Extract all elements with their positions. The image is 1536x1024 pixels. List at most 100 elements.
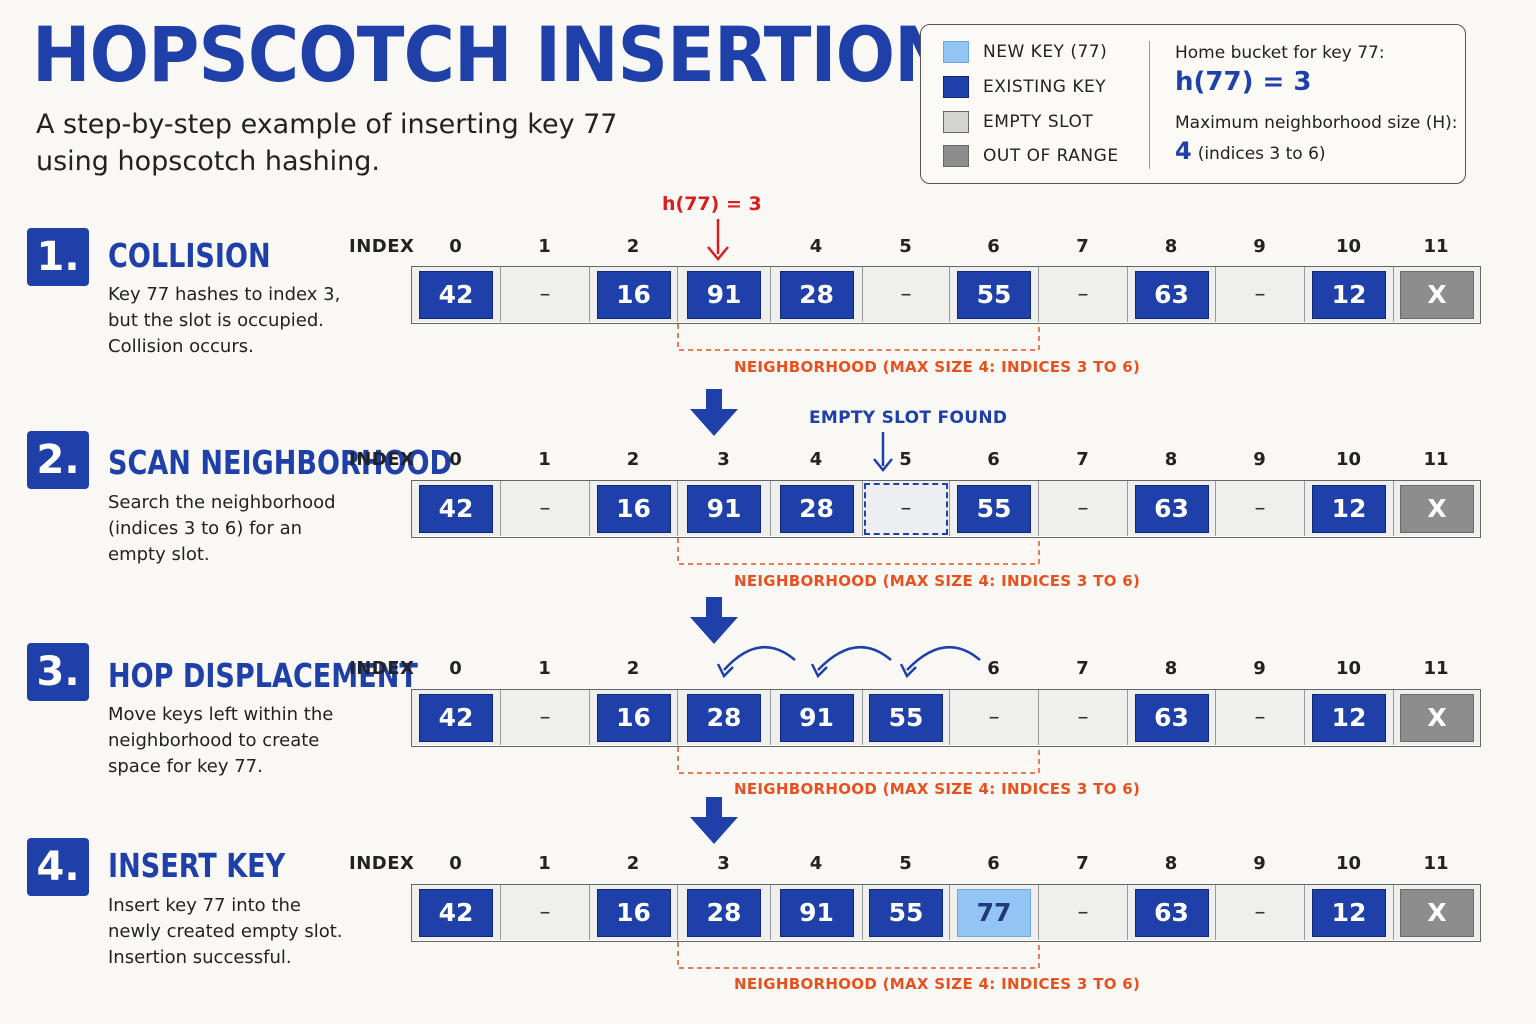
table-slot: 91 bbox=[771, 690, 863, 745]
table-slot: 55 bbox=[950, 481, 1039, 536]
index-number: 10 bbox=[1335, 853, 1362, 874]
step-down-arrow-icon bbox=[690, 389, 738, 436]
key-value: 42 bbox=[419, 270, 493, 319]
index-number: 0 bbox=[449, 853, 462, 874]
index-label: INDEX bbox=[349, 449, 415, 470]
index-number: 8 bbox=[1164, 236, 1178, 257]
table-slot: 91 bbox=[771, 885, 863, 940]
index-number: 6 bbox=[987, 236, 1000, 257]
hop-arrow-head bbox=[899, 663, 917, 679]
hop-arrow-icon bbox=[723, 645, 796, 671]
hash-annotation: h(77) = 3 bbox=[662, 193, 762, 215]
index-number: 4 bbox=[809, 853, 823, 874]
table-slot: 16 bbox=[590, 690, 678, 745]
empty-slot-value: – bbox=[1254, 496, 1266, 521]
empty-slot-value: – bbox=[1254, 705, 1266, 730]
key-value: 42 bbox=[419, 484, 493, 533]
index-number: 11 bbox=[1423, 236, 1449, 257]
empty-slot-value: – bbox=[1077, 282, 1089, 307]
empty-slot-value: – bbox=[539, 705, 551, 730]
table-slot: – bbox=[501, 481, 590, 536]
key-value: 63 bbox=[1134, 484, 1209, 533]
legend-divider bbox=[1149, 41, 1150, 169]
table-slot: 28 bbox=[771, 481, 863, 536]
empty-slot-value: – bbox=[539, 900, 551, 925]
key-value: 42 bbox=[419, 693, 493, 742]
index-number: 1 bbox=[538, 449, 551, 470]
step-number-badge: 3. bbox=[27, 643, 89, 701]
index-number: 11 bbox=[1423, 449, 1449, 470]
table-slot: – bbox=[501, 885, 590, 940]
table-slot: 63 bbox=[1128, 885, 1216, 940]
index-number: 6 bbox=[987, 658, 1000, 679]
empty-slot-value: – bbox=[1077, 705, 1089, 730]
table-slot: – bbox=[1039, 690, 1128, 745]
index-number: 6 bbox=[987, 449, 1000, 470]
key-value: 28 bbox=[779, 484, 854, 533]
page-subtitle: A step-by-step example of inserting key … bbox=[36, 109, 618, 177]
key-value: 12 bbox=[1312, 270, 1386, 319]
neighborhood-size-value: 4 bbox=[1175, 137, 1192, 165]
empty-slot-value: – bbox=[900, 282, 912, 307]
key-value: 16 bbox=[596, 888, 671, 937]
index-number: 5 bbox=[899, 853, 912, 874]
step-description: Insert key 77 into the newly created emp… bbox=[108, 895, 343, 968]
neighborhood-size-row: 4 (indices 3 to 6) bbox=[1175, 137, 1326, 165]
index-number: 5 bbox=[899, 449, 912, 470]
legend-item-new-key: NEW KEY (77) bbox=[943, 41, 1107, 63]
legend-swatch bbox=[943, 41, 969, 63]
table-slot: 12 bbox=[1305, 481, 1394, 536]
index-number: 10 bbox=[1335, 449, 1362, 470]
out-of-range-slot: X bbox=[1400, 484, 1474, 533]
step-title: INSERT KEY bbox=[108, 846, 286, 885]
index-number: 1 bbox=[538, 658, 551, 679]
key-value: 28 bbox=[687, 693, 761, 742]
index-number: 0 bbox=[449, 658, 462, 679]
table-slot: X bbox=[1394, 267, 1480, 322]
table-slot: – bbox=[501, 690, 590, 745]
index-number: 3 bbox=[717, 853, 730, 874]
key-value: 28 bbox=[779, 270, 854, 319]
step-down-arrow-icon bbox=[690, 797, 738, 844]
index-number: 9 bbox=[1253, 853, 1266, 874]
empty-slot-value: – bbox=[1254, 900, 1266, 925]
key-value: 91 bbox=[687, 270, 761, 319]
table-slot: 91 bbox=[678, 481, 771, 536]
legend-label: EXISTING KEY bbox=[983, 77, 1107, 97]
table-slot: 16 bbox=[590, 267, 678, 322]
table-slot: 55 bbox=[950, 267, 1039, 322]
neighborhood-label: NEIGHBORHOOD (MAX SIZE 4: INDICES 3 TO 6… bbox=[734, 572, 1141, 590]
table-slot: X bbox=[1394, 885, 1480, 940]
index-number: 6 bbox=[987, 853, 1000, 874]
table-slot: – bbox=[863, 267, 950, 322]
empty-slot-value: – bbox=[1077, 900, 1089, 925]
table-slot: – bbox=[1216, 267, 1305, 322]
table-slot: 12 bbox=[1305, 885, 1394, 940]
table-slot: – bbox=[863, 481, 950, 536]
table-slot: 12 bbox=[1305, 690, 1394, 745]
step-down-arrow-icon bbox=[690, 597, 738, 644]
neighborhood-size-label: Maximum neighborhood size (H): bbox=[1175, 113, 1458, 133]
key-value: 91 bbox=[779, 693, 854, 742]
table-slot: X bbox=[1394, 690, 1480, 745]
hop-arrow-head bbox=[810, 663, 828, 679]
table-slot: 16 bbox=[590, 885, 678, 940]
table-slot: 28 bbox=[771, 267, 863, 322]
neighborhood-label: NEIGHBORHOOD (MAX SIZE 4: INDICES 3 TO 6… bbox=[734, 358, 1141, 376]
step-description: Key 77 hashes to index 3, but the slot i… bbox=[108, 284, 341, 357]
legend-item-out-of-range: OUT OF RANGE bbox=[943, 145, 1119, 167]
table-slot: 55 bbox=[863, 885, 950, 940]
index-label: INDEX bbox=[349, 236, 415, 257]
table-slot: 12 bbox=[1305, 267, 1394, 322]
index-number: 8 bbox=[1164, 658, 1178, 679]
table-slot: 16 bbox=[590, 481, 678, 536]
table-slot: – bbox=[501, 267, 590, 322]
table-slot: 55 bbox=[863, 690, 950, 745]
table-slot: X bbox=[1394, 481, 1480, 536]
neighborhood-label: NEIGHBORHOOD (MAX SIZE 4: INDICES 3 TO 6… bbox=[734, 975, 1141, 993]
table-slot: – bbox=[950, 690, 1039, 745]
empty-slot-value: – bbox=[988, 705, 1000, 730]
index-number: 2 bbox=[626, 449, 640, 470]
